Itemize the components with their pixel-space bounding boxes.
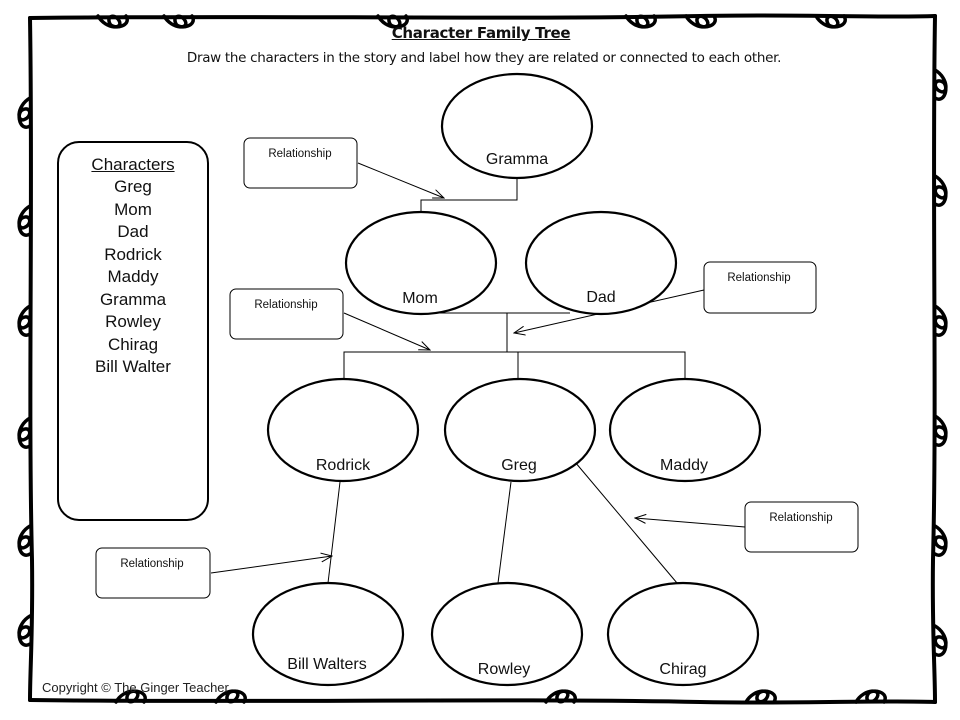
relationship-label: Relationship xyxy=(769,512,832,524)
greg-label: Greg xyxy=(501,457,537,474)
children-bar xyxy=(343,351,686,379)
character-name: Bill Walter xyxy=(95,357,171,376)
rodrick-bill-connector xyxy=(327,481,341,584)
relationship-box-gramma-mom xyxy=(243,137,358,189)
bill-walters-oval xyxy=(251,581,405,687)
rowley-oval xyxy=(430,581,584,687)
rodrick-oval xyxy=(266,377,420,483)
relationship-box-greg-chirag xyxy=(744,501,859,553)
character-name: Gramma xyxy=(99,289,167,309)
relationship-label: Relationship xyxy=(268,148,331,160)
character-name: Rowley xyxy=(105,312,161,331)
mom-label: Mom xyxy=(402,290,438,307)
character-name: Dad xyxy=(117,222,149,241)
relationship-label: Relationship xyxy=(120,558,183,570)
relationship-arrow xyxy=(357,162,444,198)
relationship-label: Relationship xyxy=(727,272,790,284)
gramma-oval xyxy=(440,72,594,180)
character-list: Greg Mom Dad Rodrick Maddy Gramma Rowley… xyxy=(59,176,207,379)
relationship-arrow xyxy=(210,556,332,574)
relationship-box-dad-children xyxy=(703,261,817,314)
character-list-heading: Characters xyxy=(91,155,175,174)
dad-label: Dad xyxy=(586,289,615,306)
relationship-label: Relationship xyxy=(254,299,317,311)
greg-oval xyxy=(443,377,597,483)
bill-walters-label: Bill Walters xyxy=(287,656,366,673)
chirag-label: Chirag xyxy=(659,661,706,678)
gramma-mom-connector xyxy=(420,178,518,212)
worksheet-title: Character Family Tree xyxy=(391,24,571,42)
greg-rowley-connector xyxy=(497,481,512,584)
chirag-oval xyxy=(606,581,760,687)
copyright-notice: Copyright © The Ginger Teacher xyxy=(42,680,229,695)
rodrick-label: Rodrick xyxy=(316,457,371,474)
character-name: Chirag xyxy=(107,334,159,354)
relationship-arrow xyxy=(635,518,746,528)
maddy-label: Maddy xyxy=(660,457,708,474)
character-name: Rodrick xyxy=(104,244,162,264)
relationship-box-rodrick-bill xyxy=(95,547,211,599)
relationship-arrow xyxy=(343,312,430,350)
mom-oval xyxy=(344,210,498,316)
dad-oval xyxy=(524,210,678,316)
relationship-box-mom-children xyxy=(229,288,344,340)
maddy-oval xyxy=(608,377,762,483)
gramma-label: Gramma xyxy=(486,151,548,168)
character-name: Greg xyxy=(114,177,152,196)
worksheet-instructions: Draw the characters in the story and lab… xyxy=(186,50,782,66)
rowley-label: Rowley xyxy=(478,661,530,678)
character-name: Maddy xyxy=(107,267,159,286)
greg-chirag-connector xyxy=(574,461,678,584)
character-list-box: Characters Greg Mom Dad Rodrick Maddy Gr… xyxy=(57,141,209,521)
character-name: Mom xyxy=(114,199,152,219)
